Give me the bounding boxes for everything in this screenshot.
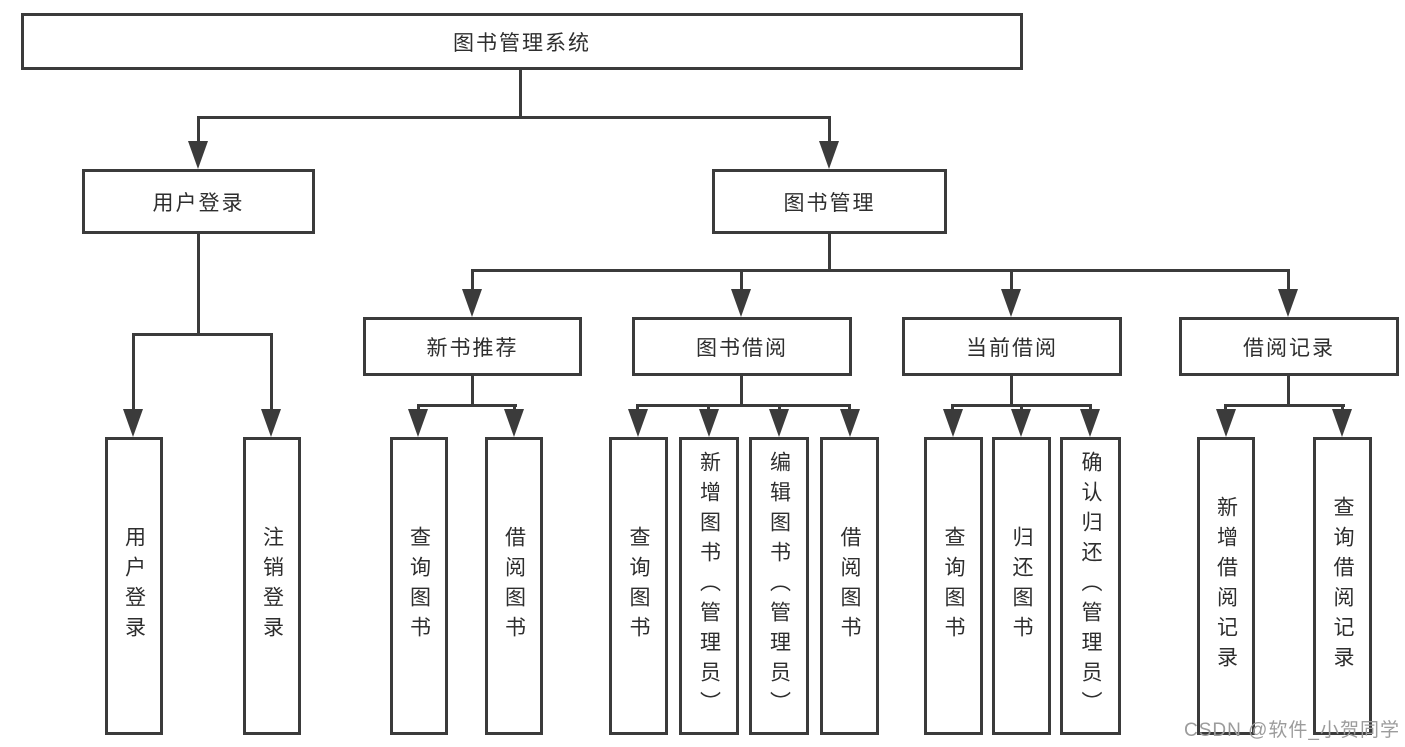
arrow-down-icon bbox=[840, 409, 860, 437]
connector-borrow-records-stem bbox=[1287, 376, 1290, 407]
connector-drop bbox=[707, 404, 710, 413]
arrow-down-icon bbox=[1332, 409, 1352, 437]
connector-user-login-stem bbox=[197, 234, 200, 336]
connector-drop bbox=[1089, 404, 1092, 413]
arrow-down-icon bbox=[731, 289, 751, 317]
arrow-down-icon bbox=[1080, 409, 1100, 437]
connector-user-login-hline bbox=[132, 333, 273, 336]
node-book-borrow: 图书借阅 bbox=[632, 317, 852, 376]
leaf-query-books-current: 查询图书 bbox=[924, 437, 983, 735]
leaf-logout: 注销登录 bbox=[243, 437, 301, 735]
connector-drop-book-borrow bbox=[740, 269, 743, 291]
arrow-down-icon bbox=[261, 409, 281, 437]
node-user-login: 用户登录 bbox=[82, 169, 315, 234]
connector-drop bbox=[513, 404, 516, 413]
leaf-borrow-books-recommend: 借阅图书 bbox=[485, 437, 543, 735]
arrow-down-icon bbox=[408, 409, 428, 437]
connector-level2-hline bbox=[471, 269, 1290, 272]
connector-drop-new-book bbox=[471, 269, 474, 291]
arrow-down-icon bbox=[769, 409, 789, 437]
connector-drop bbox=[1224, 404, 1227, 413]
connector-borrow-records-hline bbox=[1224, 404, 1345, 407]
leaf-return-books: 归还图书 bbox=[992, 437, 1051, 735]
connector-new-book-stem bbox=[471, 376, 474, 407]
connector-book-borrow-stem bbox=[740, 376, 743, 407]
arrow-down-icon bbox=[1278, 289, 1298, 317]
node-borrow-records: 借阅记录 bbox=[1179, 317, 1399, 376]
connector-drop-book-management bbox=[828, 116, 831, 144]
connector-drop bbox=[951, 404, 954, 413]
connector-drop-borrow-records bbox=[1287, 269, 1290, 291]
node-current-borrow: 当前借阅 bbox=[902, 317, 1122, 376]
leaf-query-borrow-record: 查询借阅记录 bbox=[1313, 437, 1372, 735]
connector-drop bbox=[1020, 404, 1023, 413]
connector-book-management-stem bbox=[828, 234, 831, 272]
connector-drop bbox=[417, 404, 420, 413]
connector-drop bbox=[1341, 404, 1344, 413]
arrow-down-icon bbox=[1216, 409, 1236, 437]
leaf-borrow-books: 借阅图书 bbox=[820, 437, 879, 735]
connector-drop bbox=[848, 404, 851, 413]
connector-drop-user-login bbox=[197, 116, 200, 144]
connector-drop bbox=[778, 404, 781, 413]
arrow-down-icon bbox=[123, 409, 143, 437]
arrow-down-icon bbox=[462, 289, 482, 317]
connector-root-stem bbox=[519, 68, 522, 119]
arrow-down-icon bbox=[943, 409, 963, 437]
leaf-user-login: 用户登录 bbox=[105, 437, 163, 735]
arrow-down-icon bbox=[1001, 289, 1021, 317]
leaf-add-borrow-record: 新增借阅记录 bbox=[1197, 437, 1255, 735]
arrow-down-icon bbox=[699, 409, 719, 437]
node-book-management: 图书管理 bbox=[712, 169, 947, 234]
node-library-management-system: 图书管理系统 bbox=[21, 13, 1023, 70]
connector-drop-leaf-login bbox=[132, 333, 135, 411]
arrow-down-icon bbox=[1011, 409, 1031, 437]
arrow-down-icon bbox=[188, 141, 208, 169]
arrow-down-icon bbox=[504, 409, 524, 437]
watermark: CSDN @软件_小贺同学 bbox=[1184, 720, 1400, 741]
node-new-book-recommend: 新书推荐 bbox=[363, 317, 582, 376]
connector-drop-leaf-logout bbox=[270, 333, 273, 411]
arrow-down-icon bbox=[819, 141, 839, 169]
leaf-query-books-recommend: 查询图书 bbox=[390, 437, 448, 735]
leaf-edit-books-admin: 编辑图书（管理员） bbox=[749, 437, 809, 735]
connector-level1-hline bbox=[197, 116, 831, 119]
connector-drop-current-borrow bbox=[1010, 269, 1013, 291]
connector-drop bbox=[636, 404, 639, 413]
arrow-down-icon bbox=[628, 409, 648, 437]
leaf-add-books-admin: 新增图书（管理员） bbox=[679, 437, 739, 735]
connector-new-book-hline bbox=[417, 404, 517, 407]
leaf-confirm-return-admin: 确认归还（管理员） bbox=[1060, 437, 1121, 735]
leaf-query-books-borrow: 查询图书 bbox=[609, 437, 668, 735]
connector-book-borrow-hline bbox=[636, 404, 851, 407]
connector-current-borrow-stem bbox=[1010, 376, 1013, 407]
